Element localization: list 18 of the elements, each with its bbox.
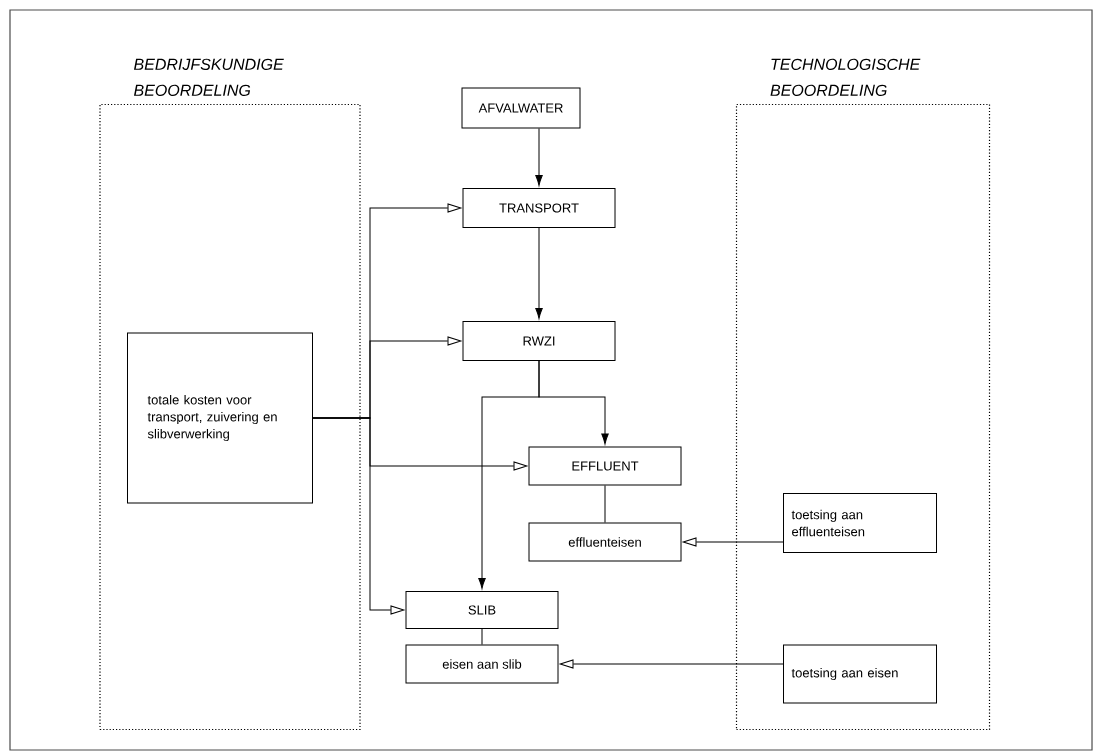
arrow xyxy=(535,227,543,319)
process-box: RWZI xyxy=(462,321,616,361)
process-box: AFVALWATER xyxy=(461,87,581,129)
process-box: toetsing aan eisen xyxy=(783,644,937,704)
arrow xyxy=(682,537,784,547)
arrow xyxy=(478,360,540,589)
band-heading: TECHNOLOGISCHE BEOORDELING xyxy=(770,58,921,96)
process-box: TRANSPORT xyxy=(462,188,616,228)
band-heading: BEDRIJFSKUNDIGE BEOORDELING xyxy=(134,58,284,96)
arrow xyxy=(559,659,784,669)
process-box: EFFLUENT xyxy=(528,446,682,486)
process-box: toetsing aan effluenteisen xyxy=(783,493,937,553)
arrow xyxy=(312,417,405,615)
process-box: SLIB xyxy=(405,591,559,629)
arrow xyxy=(535,128,543,186)
process-box: effluenteisen xyxy=(528,522,682,562)
process-box: eisen aan slib xyxy=(405,644,559,684)
process-box: totale kosten voor transport, zuivering en slibverwerking xyxy=(127,332,313,504)
